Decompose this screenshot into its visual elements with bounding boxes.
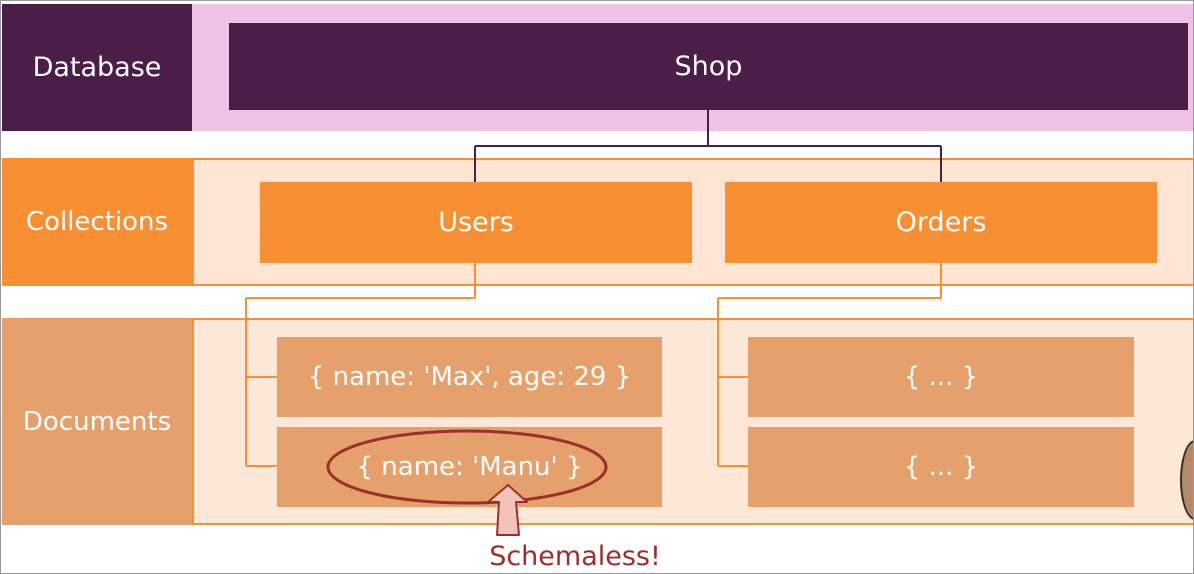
database-shop-box: Shop: [229, 23, 1188, 110]
pointer-arrow-icon: [487, 484, 528, 536]
collection-orders-box: Orders: [725, 182, 1157, 263]
row-label-collections: Collections: [2, 158, 192, 286]
document-users-1: { name: 'Max', age: 29 }: [277, 337, 662, 417]
row-label-documents: Documents: [2, 318, 192, 525]
document-orders-1: { ... }: [748, 337, 1134, 417]
highlight-ellipse: [326, 429, 608, 505]
document-orders-2: { ... }: [748, 427, 1134, 507]
row-label-database: Database: [2, 4, 192, 131]
collection-users-box: Users: [260, 182, 692, 263]
schemaless-annotation: Schemaless!: [489, 540, 661, 572]
document-users-2: { name: 'Manu' }: [277, 427, 662, 507]
